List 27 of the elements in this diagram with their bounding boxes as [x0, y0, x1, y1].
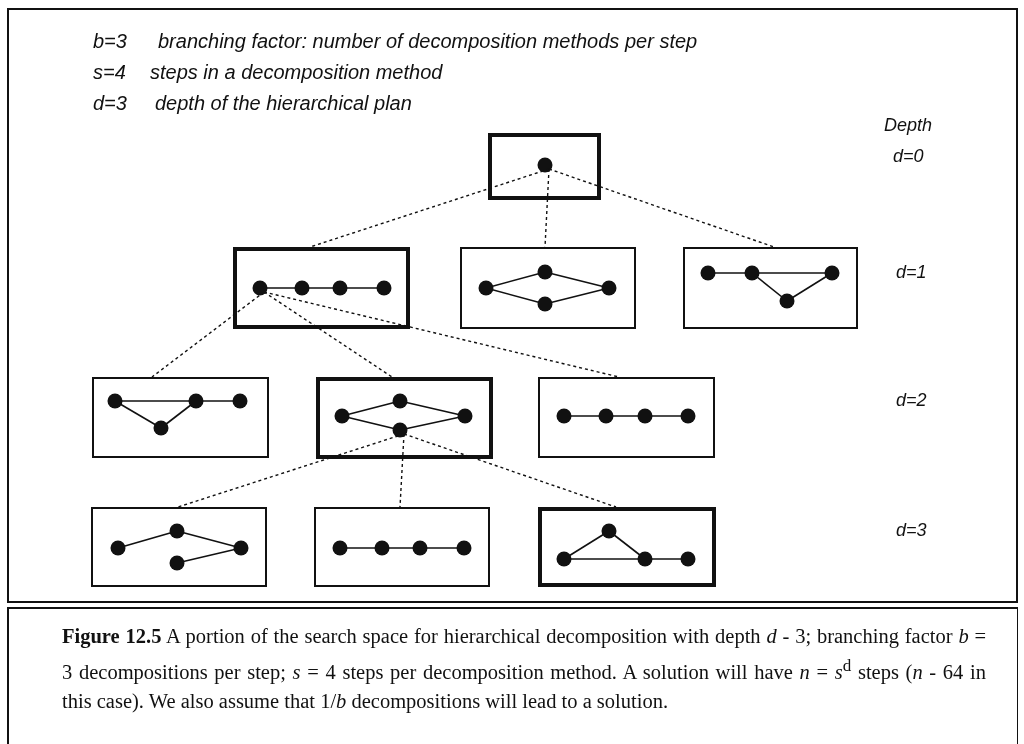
depth-label: d=3 — [896, 520, 927, 541]
depth-label: d=0 — [893, 146, 924, 167]
dotted-connector — [403, 433, 617, 508]
depth-label: d=2 — [896, 390, 927, 411]
plan-box — [233, 247, 410, 329]
parameter-name: s=4 — [93, 61, 126, 84]
plan-box — [538, 507, 716, 587]
plan-box — [683, 247, 858, 329]
plan-box — [316, 377, 493, 459]
plan-box — [91, 507, 267, 587]
plan-box — [92, 377, 269, 458]
depth-label: d=1 — [896, 262, 927, 283]
figure-caption: Figure 12.5 A portion of the search space for hierarchical decomposition with depth d - 3; branching factor b = 3 decompositions per step; s = 4 steps per decomposition method. A solution will have n = s$^{d}$ steps (n - 64 in this case). We also assume that 1/b decompositions will lead to a solution. — [62, 624, 986, 715]
plan-box — [488, 133, 601, 200]
parameter-description: steps in a decomposition method — [150, 61, 443, 84]
parameter-description: branching factor: number of decomposition methods per step — [158, 30, 698, 53]
dotted-connector — [548, 168, 775, 248]
dotted-connector — [263, 291, 393, 378]
plan-box — [314, 507, 490, 587]
axis-heading: Depth — [884, 115, 933, 136]
parameter-description: depth of the hierarchical plan — [155, 92, 412, 115]
dotted-connector — [263, 291, 620, 378]
parameter-name: d=3 — [93, 92, 127, 115]
plan-box — [460, 247, 636, 329]
plan-box — [538, 377, 715, 458]
dotted-connector — [399, 433, 405, 508]
parameter-name: b=3 — [93, 30, 127, 53]
